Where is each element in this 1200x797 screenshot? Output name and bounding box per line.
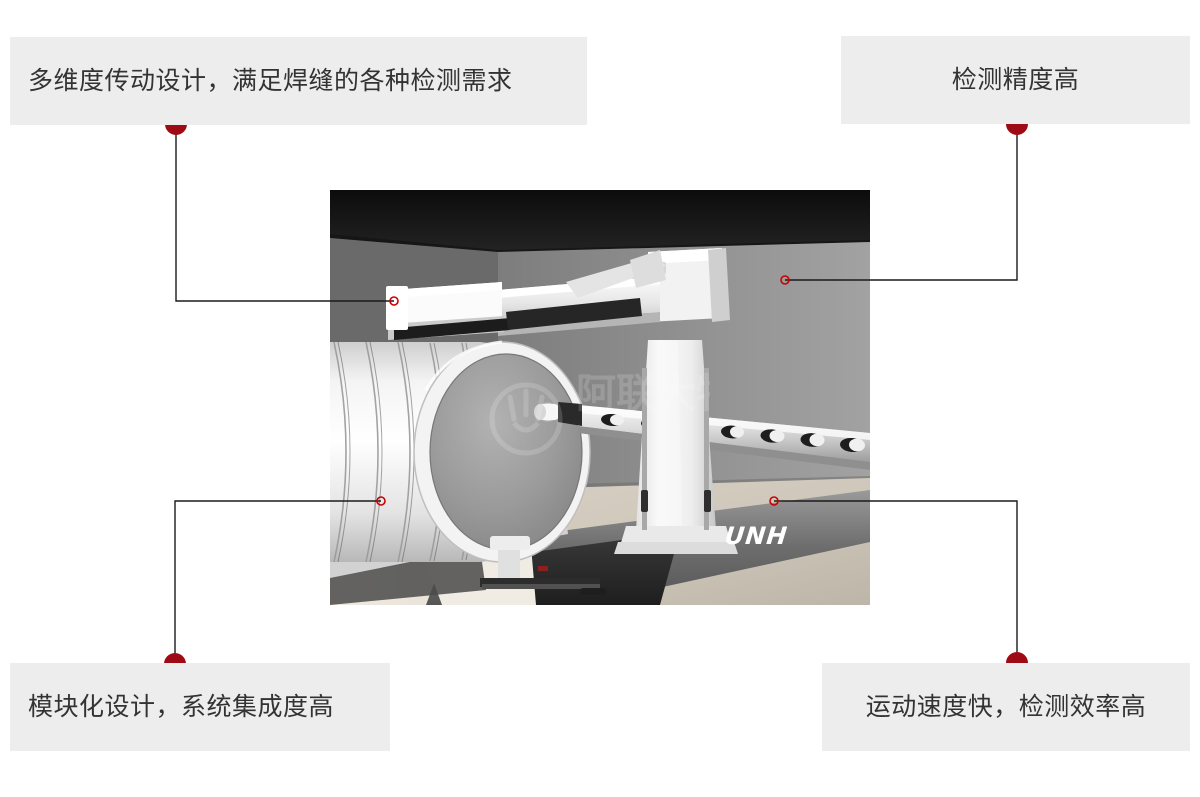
feature-label: 多维度传动设计，满足焊缝的各种检测需求 [28,66,513,95]
feature-chip-fast-motion[interactable]: 运动速度快，检测效率高 [822,663,1190,751]
product-image: 阿联大牧 UNH [330,190,870,605]
feature-chip-high-accuracy[interactable]: 检测精度高 [841,36,1190,124]
overhead-arm [386,250,666,340]
feature-label: 模块化设计，系统集成度高 [28,692,335,721]
feature-label: 检测精度高 [951,65,1080,94]
spiral-pipe [330,340,591,563]
feature-chip-multi-axis-drive[interactable]: 多维度传动设计，满足焊缝的各种检测需求 [10,37,587,125]
feature-chip-modular-design[interactable]: 模块化设计，系统集成度高 [10,663,390,751]
carriage [480,536,606,595]
feature-label: 运动速度快，检测效率高 [865,692,1147,721]
product-render-svg [330,190,870,605]
gantry-column [614,248,738,554]
